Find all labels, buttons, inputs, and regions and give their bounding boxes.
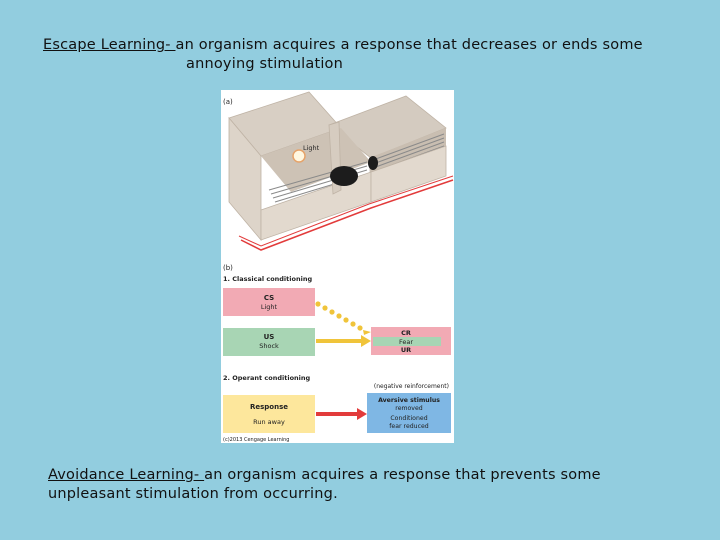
escape-learning-definition-1: an organism acquires a response that dec…	[175, 37, 643, 53]
aversive-line2: removed	[395, 405, 422, 412]
cs-box	[223, 288, 315, 316]
response-sub: Run away	[253, 418, 285, 426]
cr-title: CR	[401, 329, 411, 337]
front-wall-right	[370, 145, 447, 203]
panel-a-label: (a)	[223, 98, 233, 106]
avoidance-learning-term: Avoidance Learning-	[48, 467, 205, 483]
left-compartment-floor	[261, 128, 371, 192]
cs-title: CS	[264, 294, 274, 302]
ur-label: UR	[401, 346, 411, 354]
dog-animal	[330, 166, 358, 186]
conditioned-line1: Conditioned	[390, 415, 427, 422]
escape-learning-text: Escape Learning- an organism acquires a …	[43, 36, 683, 74]
conditioned-line2: fear reduced	[389, 423, 429, 430]
light-label: Light	[303, 144, 320, 152]
shock-wire-2	[238, 175, 454, 247]
shock-wire	[240, 179, 454, 251]
copyright-label: (c)2013 Cengage Learning	[223, 437, 289, 443]
avoidance-learning-text: Avoidance Learning- an organism acquires…	[48, 466, 648, 504]
aversive-box	[367, 393, 451, 433]
us-title: US	[264, 333, 275, 341]
panel-b-label: (b)	[223, 264, 233, 272]
cs-sub: Light	[261, 303, 278, 311]
cs-to-cr-dotted-arrow	[315, 301, 371, 335]
us-to-cr-arrow	[316, 335, 371, 347]
shuttle-box-figure: (a) Light	[221, 90, 454, 443]
ur-band	[373, 337, 441, 346]
response-to-aversive-arrow	[316, 408, 367, 420]
escape-learning-definition-2: annoying stimulation	[186, 56, 344, 72]
dog-head	[368, 156, 378, 170]
light-bulb	[292, 149, 306, 163]
negative-reinforcement-label: (negative reinforcement)	[374, 383, 449, 390]
aversive-line1: Aversive stimulus	[378, 397, 440, 404]
us-sub: Shock	[259, 342, 279, 350]
shuttle-box-illustration: (a) Light	[223, 91, 454, 443]
avoidance-learning-definition-1: an organism acquires a response that pre…	[204, 467, 601, 483]
response-box	[223, 395, 315, 433]
us-box	[223, 328, 315, 356]
escape-learning-term: Escape Learning-	[43, 37, 176, 53]
cr-sub: Fear	[399, 338, 413, 346]
response-title: Response	[250, 403, 288, 411]
classical-conditioning-title: 1. Classical conditioning	[223, 275, 312, 283]
avoidance-learning-definition-2: unpleasant stimulation from occurring.	[48, 486, 338, 502]
operant-conditioning-title: 2. Operant conditioning	[223, 374, 311, 382]
